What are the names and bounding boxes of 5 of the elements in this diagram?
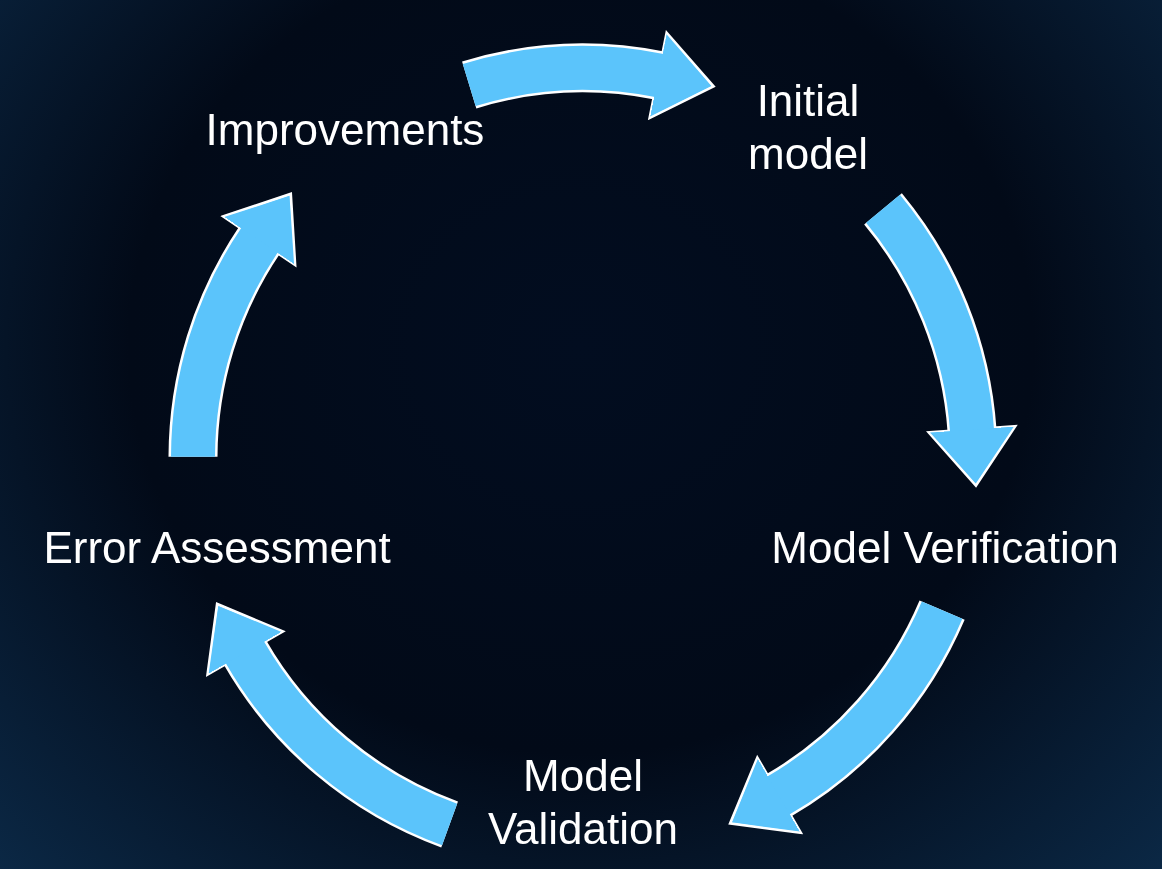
step-label: Improvements [205,103,485,156]
step-label: Model Validation [487,750,679,855]
step-label: Error Assessment [43,521,391,574]
step-label: Model Verification [771,521,1119,574]
step-label: Initial model [747,75,869,180]
